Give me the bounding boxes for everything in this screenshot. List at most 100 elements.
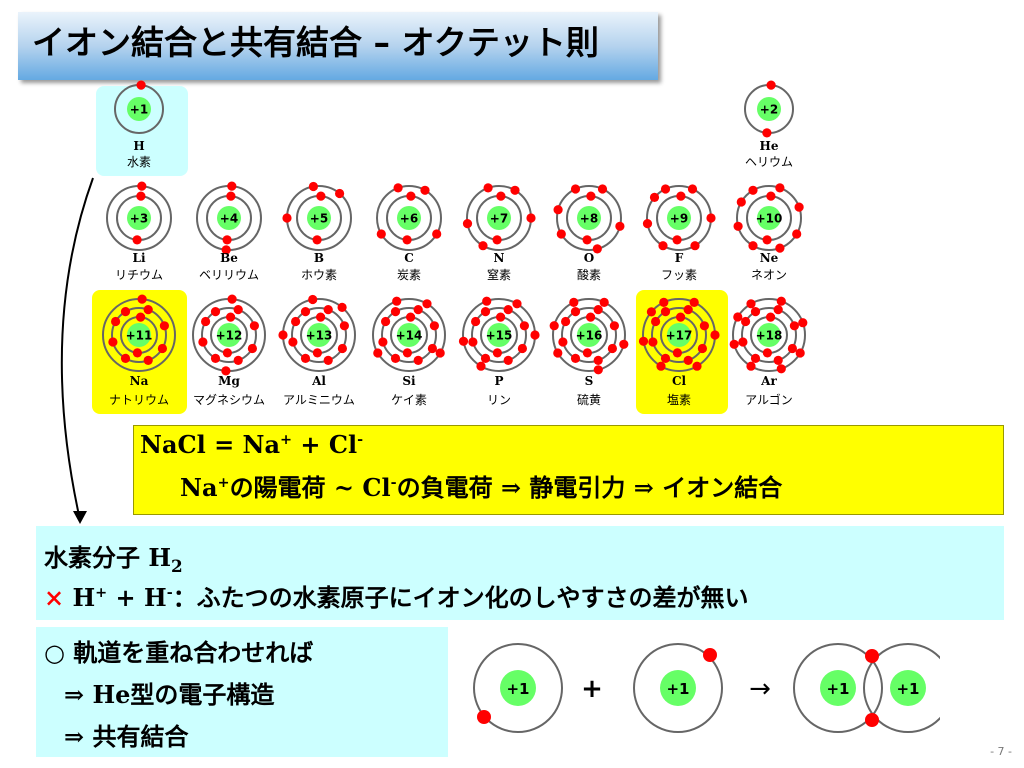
atom-si-electron	[373, 348, 383, 358]
atom-p-electron	[458, 336, 469, 346]
h-atom-right-electron	[703, 648, 717, 662]
atom-mg-electron	[226, 312, 236, 322]
atom-li-electron	[137, 181, 147, 191]
atom-b-electron	[308, 181, 318, 192]
atom-li-symbol: Li	[133, 251, 146, 265]
atom-c-shell-2	[376, 185, 442, 251]
atom-f-electron	[676, 191, 686, 201]
hydrogen-molecule-box: 水素分子 H2 × H+ + H-：ふたつの水素原子にイオン化のしやすさの差が無…	[36, 526, 1004, 620]
atom-n-electron	[510, 185, 520, 195]
atom-cl-electron	[638, 336, 649, 346]
atom-o-nucleus	[577, 206, 601, 230]
atom-c-electron	[420, 185, 430, 195]
atom-b-name: ホウ素	[301, 268, 337, 282]
atom-si-electron	[427, 343, 437, 354]
atom-p-electron	[503, 355, 513, 365]
atom-c-electron	[432, 229, 442, 239]
atom-s-name: 硫黄	[577, 392, 601, 407]
atom-cl-electron	[646, 307, 657, 317]
atom-al-symbol: Al	[311, 374, 326, 388]
atom-cl-electron	[710, 330, 720, 340]
atom-na-electron	[132, 348, 142, 358]
atom-ne-symbol: Ne	[760, 251, 779, 265]
atom-al-electron	[300, 307, 311, 317]
atom-cl-electron	[656, 361, 666, 371]
atom-si-electron	[390, 307, 401, 317]
h2-right-shell	[863, 643, 940, 733]
hydrogen-ionization-note: × H+ + H-：ふたつの水素原子にイオン化のしやすさの差が無い	[44, 583, 749, 612]
atom-ne-electron	[766, 191, 776, 201]
atom-be-nucleus	[217, 206, 241, 230]
h2-left-nucleus	[820, 670, 856, 706]
page-number: - 7 -	[990, 745, 1012, 758]
atom-h-nucleus	[127, 97, 151, 121]
atom-cl-electron	[660, 307, 671, 317]
atom-s-electron	[549, 321, 559, 331]
atom-si-symbol: Si	[402, 374, 416, 388]
atom-p-electron	[512, 299, 522, 309]
atom-o-electron	[597, 184, 608, 194]
atom-b-charge: +5	[310, 212, 328, 226]
atom-s-charge: +16	[576, 329, 603, 343]
atom-cl-charge: +17	[666, 329, 693, 343]
atom-ar-shell-2	[741, 307, 797, 363]
atom-mg-electron	[249, 321, 259, 331]
atom-f-electron	[687, 184, 698, 194]
atom-be-electron	[227, 181, 237, 191]
h2-left-shell	[793, 643, 883, 733]
atom-mg-shell-2	[201, 307, 257, 363]
atom-li-name: リチウム	[115, 268, 163, 282]
atom-cl-electron	[697, 343, 708, 354]
atom-p-electron	[480, 307, 491, 317]
atom-al-electron	[316, 312, 326, 322]
atom-cl-electron	[699, 321, 710, 331]
atom-ar-electron	[773, 305, 783, 315]
atom-cl-electron	[648, 337, 658, 347]
atom-al-electron	[337, 302, 347, 312]
atom-s-electron	[561, 316, 571, 327]
atom-mg-electron	[227, 294, 237, 304]
atom-ar-electron	[776, 364, 786, 374]
atom-ar-shell-3	[732, 298, 806, 372]
atom-p-electron	[519, 321, 530, 331]
atom-al-electron	[278, 330, 288, 340]
atom-o-electron	[586, 191, 596, 201]
atom-si-electron	[402, 348, 412, 358]
atom-si-electron	[378, 337, 388, 347]
atom-ne-electron	[762, 235, 772, 245]
atom-cl-electron	[651, 316, 661, 327]
atom-mg-electron	[222, 348, 232, 358]
atom-o-charge: +8	[580, 212, 598, 226]
atom-mg-electron	[221, 366, 231, 376]
atom-p-shell-2	[471, 307, 527, 363]
atom-c-electron	[376, 229, 386, 239]
atom-si-electron	[381, 316, 391, 327]
atom-cl-electron	[692, 361, 702, 371]
atom-ar-electron	[776, 296, 786, 306]
atom-mg-electron	[201, 316, 211, 327]
atom-ar-electron	[746, 361, 756, 371]
atom-mg-name: マグネシウム	[193, 393, 265, 407]
atom-n-symbol: N	[494, 251, 505, 265]
atom-na-electron	[111, 316, 121, 327]
atom-ar-electron	[738, 337, 748, 347]
h-atom-left-nucleus	[500, 670, 536, 706]
atom-na-electron	[137, 294, 147, 304]
atom-al-electron	[312, 348, 322, 358]
atom-na-shell-2	[111, 307, 167, 363]
atom-s-electron	[570, 353, 581, 363]
atom-ar-electron	[741, 316, 751, 327]
atom-si-shell-2	[381, 307, 437, 363]
atom-al-electron	[300, 353, 311, 363]
atom-mg-electron	[247, 343, 257, 354]
atom-f-electron	[642, 219, 653, 229]
atom-ne-electron	[775, 243, 785, 253]
hydrogen-molecule-heading: 水素分子 H2	[44, 543, 183, 576]
atom-s-electron	[593, 365, 603, 375]
